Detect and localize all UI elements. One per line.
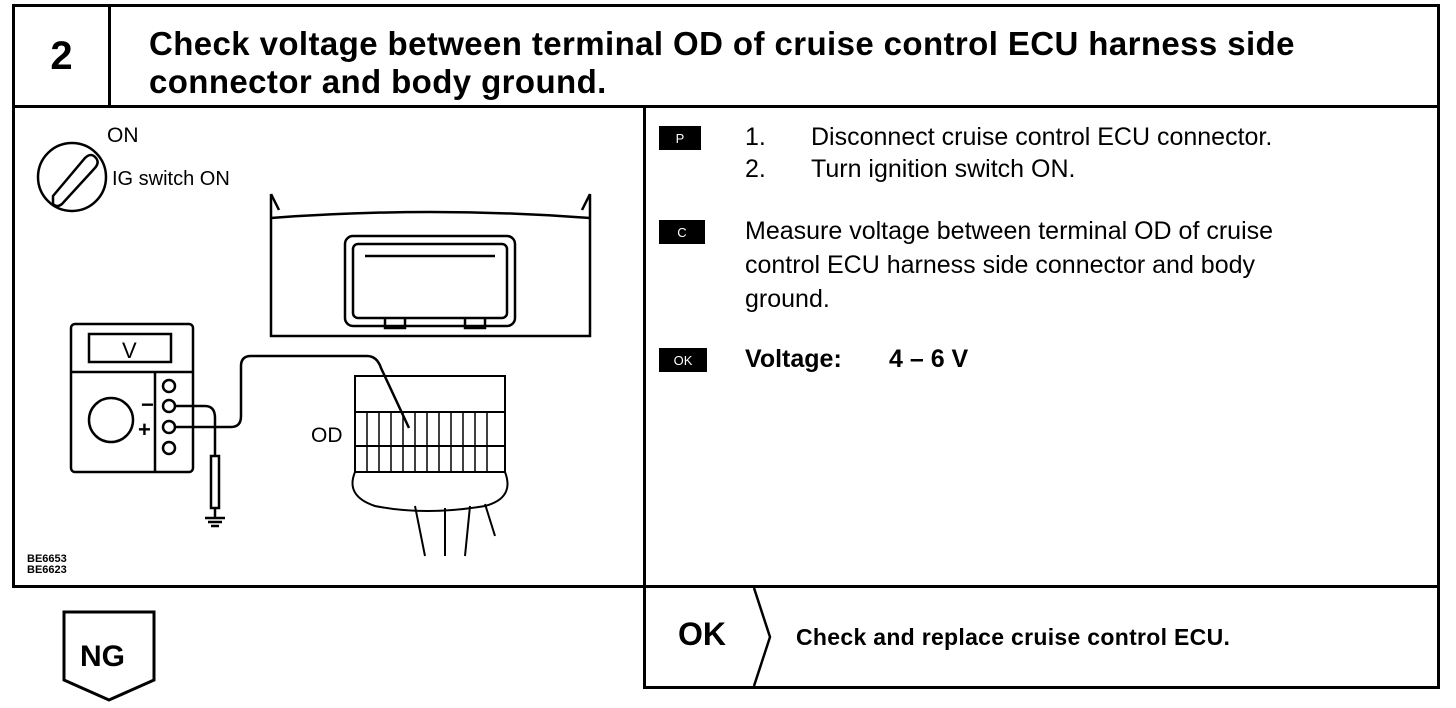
- ecu-housing: [269, 193, 592, 338]
- measure-line-1: Measure voltage between terminal OD of c…: [745, 217, 1274, 245]
- wiring-diagram: ON IG switch ON V − +: [36, 124, 592, 557]
- p-badge: P: [659, 126, 701, 150]
- step-text-1: Disconnect cruise control ECU connector.: [811, 123, 1273, 151]
- figure-code: BE6653: [27, 553, 67, 565]
- ok-label: OK: [678, 616, 726, 652]
- figure-code: BE6623: [27, 564, 67, 576]
- step-title: Check voltage between terminal OD of cru…: [149, 25, 1295, 100]
- ok-result-box: OK Check and replace cruise control ECU.: [643, 588, 1440, 689]
- ok-action-text: Check and replace cruise control ECU.: [796, 624, 1231, 650]
- ok-badge: OK: [659, 348, 707, 372]
- ig-switch-label: IG switch ON: [112, 168, 230, 190]
- voltage-value: 4 – 6 V: [889, 345, 969, 373]
- harness-connector: [351, 375, 509, 557]
- step-num-2: 2.: [745, 155, 766, 183]
- test-leads: [175, 354, 411, 528]
- plus-label: +: [138, 417, 151, 442]
- step-body: ON IG switch ON V − +: [12, 106, 1440, 588]
- measure-line-2: control ECU harness side connector and b…: [745, 251, 1256, 279]
- voltage-label: Voltage:: [745, 345, 842, 373]
- column-divider: [643, 106, 646, 585]
- ignition-key-icon: [36, 141, 108, 213]
- measure-line-3: ground.: [745, 285, 830, 313]
- c-badge: C: [659, 220, 705, 244]
- ng-label: NG: [80, 640, 125, 673]
- voltmeter: [69, 322, 195, 474]
- minus-label: −: [141, 392, 154, 417]
- on-label: ON: [107, 124, 139, 147]
- chevron-right-icon: [752, 588, 772, 686]
- figure-codes: BE6653 BE6623: [27, 554, 67, 576]
- step-number: 2: [15, 7, 111, 105]
- meter-label: V: [122, 338, 137, 363]
- ng-arrow-icon: [62, 610, 156, 702]
- step-header: 2 Check voltage between terminal OD of c…: [12, 4, 1440, 108]
- step-num-1: 1.: [745, 123, 766, 151]
- terminal-label: OD: [311, 424, 343, 447]
- step-text-2: Turn ignition switch ON.: [811, 155, 1076, 183]
